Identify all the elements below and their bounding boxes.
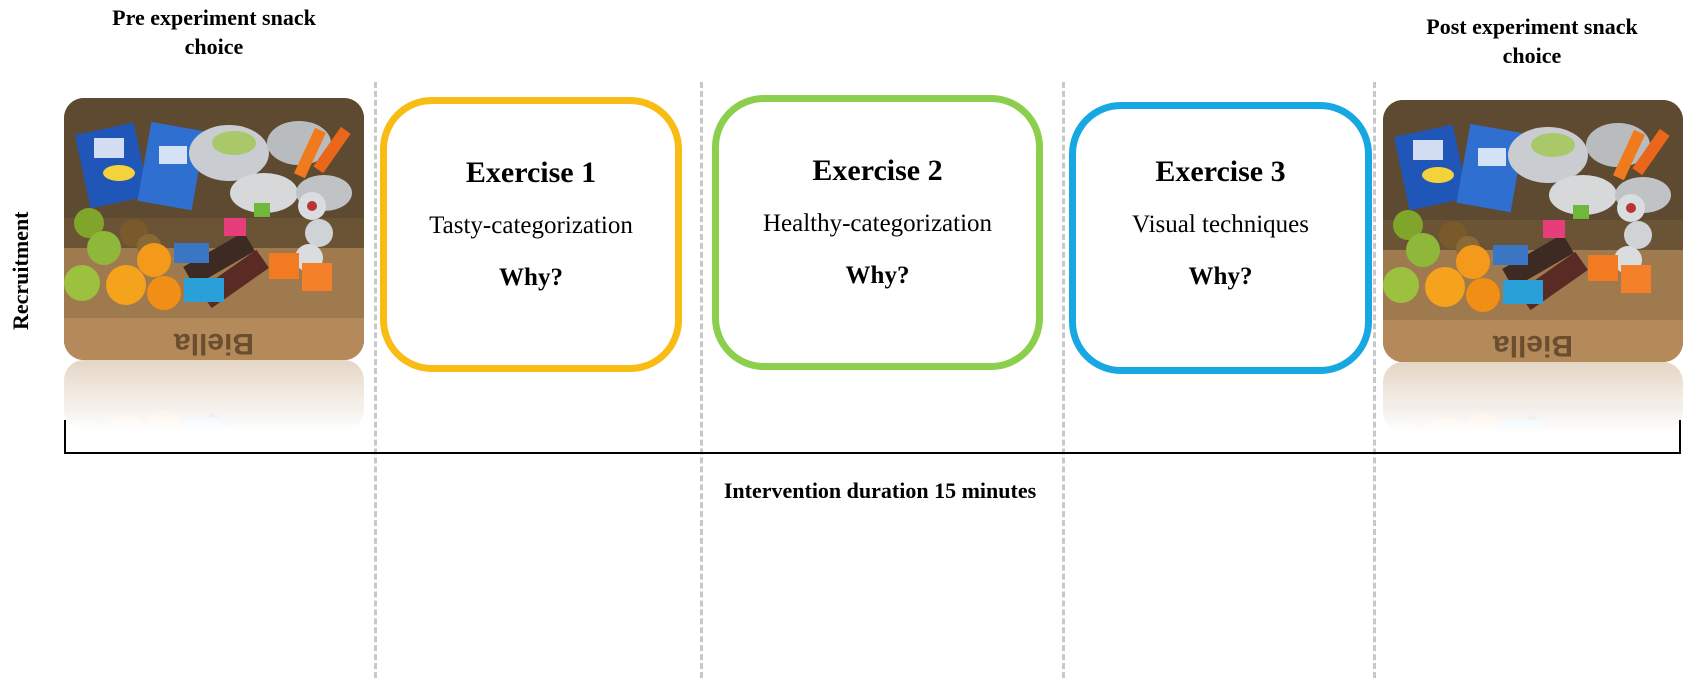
exercise-3-subtitle: Visual techniques <box>1132 211 1309 238</box>
divider-4 <box>1373 82 1376 678</box>
divider-3 <box>1062 82 1065 678</box>
exercise-2-subtitle: Healthy-categorization <box>762 210 993 237</box>
pre-snack-caption-line1: Pre experiment snack <box>112 5 316 30</box>
exercise-3-title: Exercise 3 <box>1155 155 1286 188</box>
exercise-1-title: Exercise 1 <box>465 156 597 189</box>
intervention-duration-label: Intervention duration 15 minutes <box>723 478 1037 503</box>
exercise-3-question: Why? <box>1188 263 1253 290</box>
post-snack-caption: Post experiment snack choice <box>1392 12 1672 70</box>
post-snack-caption-line2: choice <box>1502 43 1562 68</box>
exercise-2-question: Why? <box>845 262 910 289</box>
pre-snack-photo: Biella <box>64 98 364 438</box>
post-snack-photo: Biella <box>1383 100 1683 440</box>
post-snack-caption-line1: Post experiment snack <box>1426 14 1638 39</box>
divider-2 <box>700 82 703 678</box>
exercise-2-box: Exercise 2 Healthy-categorization Why? <box>712 95 1043 370</box>
divider-1 <box>374 82 377 678</box>
pre-snack-caption-line2: choice <box>184 34 244 59</box>
pre-snack-caption: Pre experiment snack choice <box>74 3 354 61</box>
recruitment-label: Recruitment <box>8 211 33 330</box>
box-label: Biella <box>174 327 254 360</box>
exercise-1-question: Why? <box>499 264 563 291</box>
exercise-3-box: Exercise 3 Visual techniques Why? <box>1069 102 1372 374</box>
intervention-bracket <box>64 420 1681 454</box>
box-label: Biella <box>1493 329 1573 362</box>
exercise-2-title: Exercise 2 <box>812 154 943 187</box>
exercise-1-subtitle: Tasty-categorization <box>429 212 633 239</box>
exercise-1-box: Exercise 1 Tasty-categorization Why? <box>380 97 682 372</box>
